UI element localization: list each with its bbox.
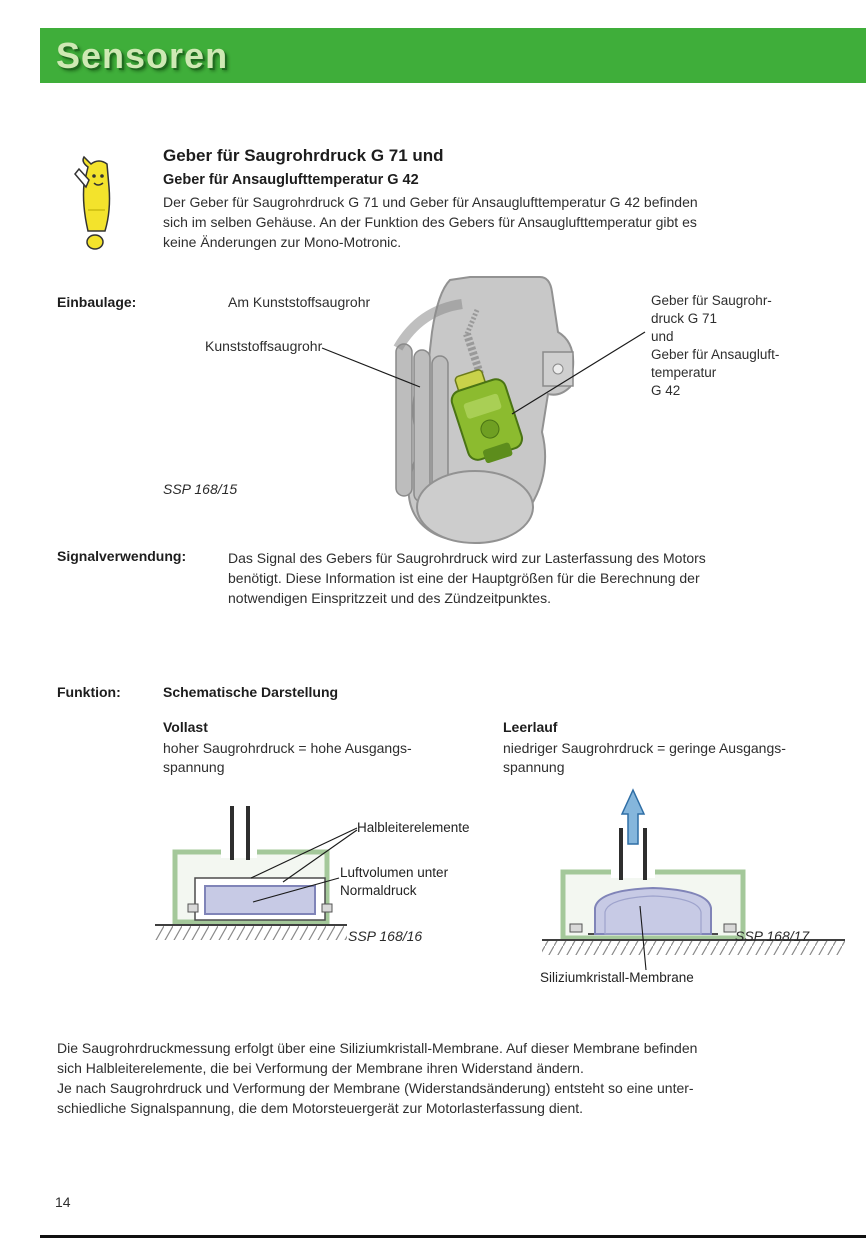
vollast-diagram bbox=[155, 806, 358, 940]
callout-line-right bbox=[511, 331, 646, 415]
mascot-figure bbox=[74, 155, 111, 250]
leerlauf-title: Leerlauf bbox=[503, 719, 558, 735]
halbleiter-pointer-line bbox=[250, 827, 358, 879]
membrane-dome bbox=[594, 886, 712, 935]
intro-paragraph: Der Geber für Saugrohrdruck G 71 und Geb… bbox=[163, 194, 698, 250]
funktion-label: Funktion: bbox=[57, 684, 121, 700]
einbaulage-value: Am Kunststoffsaugrohr bbox=[228, 294, 371, 310]
vollast-description: hoher Saugrohrdruck = hohe Ausgangs- spa… bbox=[163, 740, 412, 775]
leerlauf-description: niedriger Saugrohrdruck = geringe Ausgan… bbox=[503, 740, 786, 775]
page-title: Sensoren bbox=[56, 35, 229, 76]
funktion-subtitle: Schematische Darstellung bbox=[163, 684, 339, 700]
einbaulage-label: Einbaulage: bbox=[57, 294, 137, 310]
figure-caption-16: SSP 168/16 bbox=[348, 928, 423, 944]
sensor-cable-end bbox=[464, 309, 480, 335]
sensor-cable bbox=[463, 332, 484, 376]
membrane-label: Siliziumkristall-Membrane bbox=[540, 970, 694, 985]
signalverwendung-label: Signalverwendung: bbox=[57, 548, 187, 564]
callout-kunststoffsaugrohr: Kunststoffsaugrohr bbox=[205, 338, 323, 354]
clamp-left bbox=[187, 903, 199, 913]
clamp-right bbox=[723, 923, 737, 933]
membrane-inner-contour bbox=[604, 895, 702, 935]
clamp-right bbox=[321, 903, 333, 913]
membrane-pointer-line bbox=[639, 905, 647, 971]
bottom-rule bbox=[40, 1235, 866, 1238]
page-number: 14 bbox=[55, 1194, 71, 1210]
callout-geber-labels: Geber für Saugrohr- druck G 71 und Geber… bbox=[651, 293, 780, 398]
callout-line-left bbox=[321, 347, 421, 388]
figure-caption-17: SSP 168/17 bbox=[735, 928, 810, 944]
runner-bend bbox=[393, 299, 463, 351]
halbleiter-pointer-line bbox=[282, 829, 358, 883]
figure-caption-15: SSP 168/15 bbox=[163, 481, 238, 497]
clamp-left bbox=[569, 923, 583, 933]
base-hatching bbox=[542, 940, 845, 955]
signalverwendung-paragraph: Das Signal des Gebers für Saugrohrdruck … bbox=[228, 550, 706, 606]
section-banner: Sensoren bbox=[40, 28, 866, 83]
up-arrow-icon bbox=[620, 788, 646, 845]
mascot-icon bbox=[68, 155, 123, 250]
luftvolumen-pointer-line bbox=[252, 877, 340, 903]
halbleiter-label: Halbleiterelemente bbox=[357, 820, 470, 835]
luftvolumen-label: Luftvolumen unter Normaldruck bbox=[340, 865, 449, 898]
vollast-title: Vollast bbox=[163, 719, 208, 735]
housing-opening bbox=[611, 864, 655, 878]
bracket-hole bbox=[552, 363, 564, 375]
pressure-sensor bbox=[450, 369, 524, 464]
manifold-plenum bbox=[416, 470, 534, 544]
base-hatching bbox=[155, 925, 347, 940]
summary-paragraph: Die Saugrohrdruckmessung erfolgt über ei… bbox=[57, 1040, 698, 1116]
housing-opening bbox=[221, 844, 257, 858]
topic-title-line1: Geber für Saugrohrdruck G 71 und bbox=[163, 146, 444, 165]
manifold-figure bbox=[321, 276, 646, 544]
leerlauf-diagram bbox=[542, 788, 845, 971]
topic-title-line2: Geber für Ansauglufttemperatur G 42 bbox=[163, 172, 419, 188]
